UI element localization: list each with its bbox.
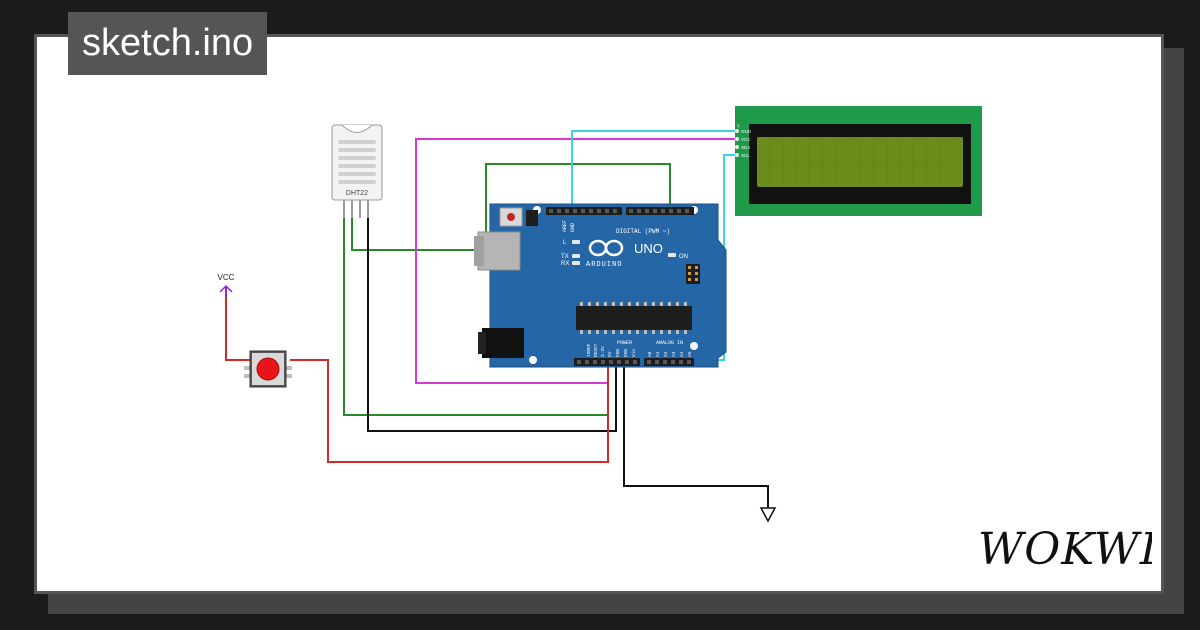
analog-pin-label: A1 [655,351,661,357]
dht-label: DHT22 [346,190,368,197]
wire-red-button [290,359,609,463]
arduino-brand: ARDUINO [586,261,622,269]
dht-vents [338,140,376,184]
lcd-pin-label: 1 [737,123,740,128]
dht-pins [343,200,369,218]
led-on-label: ON [679,254,688,260]
sketch-file-tab[interactable]: sketch.ino [68,12,268,75]
lcd-pin-label: VCC [741,137,751,142]
dht22-sensor[interactable]: DHT22 [331,124,383,218]
wokwi-logo: WOKWI [978,524,1152,574]
ground-icon [759,507,777,523]
lcd-char-grid [760,140,960,184]
icsp-header [526,210,538,226]
lcd-pin-label: SCL [741,153,750,158]
wire-cyan-lcd-gnd [571,130,736,210]
analog-pin-label: A4 [679,351,685,357]
lcd-pins [735,129,739,157]
lcd-pin-label: GND [741,129,752,134]
analog-pin-label: A0 [647,351,653,357]
lcd-pin-label: SDA [741,145,750,150]
analog-header [644,358,694,366]
analog-pin-label: A5 [687,351,693,357]
arduino-model: UNO [634,241,663,256]
gnd-top-label: GND [570,223,576,232]
analog-pin-labels: A0 A1 A2 A3 A4 A5 [647,351,693,357]
power-header [574,358,640,366]
power-header-label: POWER [617,340,632,346]
vcc-label: VCC [218,273,235,282]
wire-green-dht-data [351,218,486,251]
analog-pin-label: A2 [663,351,669,357]
wire-green-digital [485,163,671,238]
ground-symbol [759,507,777,523]
power-jack [482,328,524,358]
lcd-display[interactable]: 1 GND VCC SDA SCL [735,106,982,216]
power-pin-label: 3.3V [600,346,606,357]
power-pin-label: GND [615,349,621,357]
arduino-logo-icon [588,239,624,257]
analog-header-label: ANALOG IN [656,340,683,346]
power-pin-label: Vin [631,349,637,357]
digital-header-right [626,207,694,215]
led-l-label: L [563,240,567,246]
power-pin-label: RESET [593,343,599,357]
wire-black-dht-gnd [367,218,617,432]
led-rx-label: RX [561,261,569,267]
button-cap[interactable] [256,357,280,381]
wires [225,130,769,508]
aref-label: AREF [562,220,568,232]
power-pin-label: IOREF [586,343,592,357]
analog-pin-label: A3 [671,351,677,357]
digital-header-label: DIGITAL (PWM ~) [616,228,670,235]
microcontroller-chip [576,306,692,330]
power-pin-label: 5V [607,351,613,357]
arduino-uno[interactable]: AREF GND DIGITAL (PWM ~) L TX RX ON UNO … [474,203,727,368]
led-tx-label: TX [561,254,569,260]
wire-black-ground [623,360,769,508]
power-pin-labels: IOREF RESET 3.3V 5V GND GND Vin [586,343,637,357]
wokwi-logo-text: WOKWI [978,524,1152,574]
wire-red-vcc [225,286,250,361]
power-pin-label: GND [623,349,629,357]
push-button[interactable] [244,350,292,388]
lcd-pin-labels: 1 GND VCC SDA SCL [737,123,752,158]
vcc-symbol: VCC [218,273,235,298]
usb-port [477,231,521,271]
